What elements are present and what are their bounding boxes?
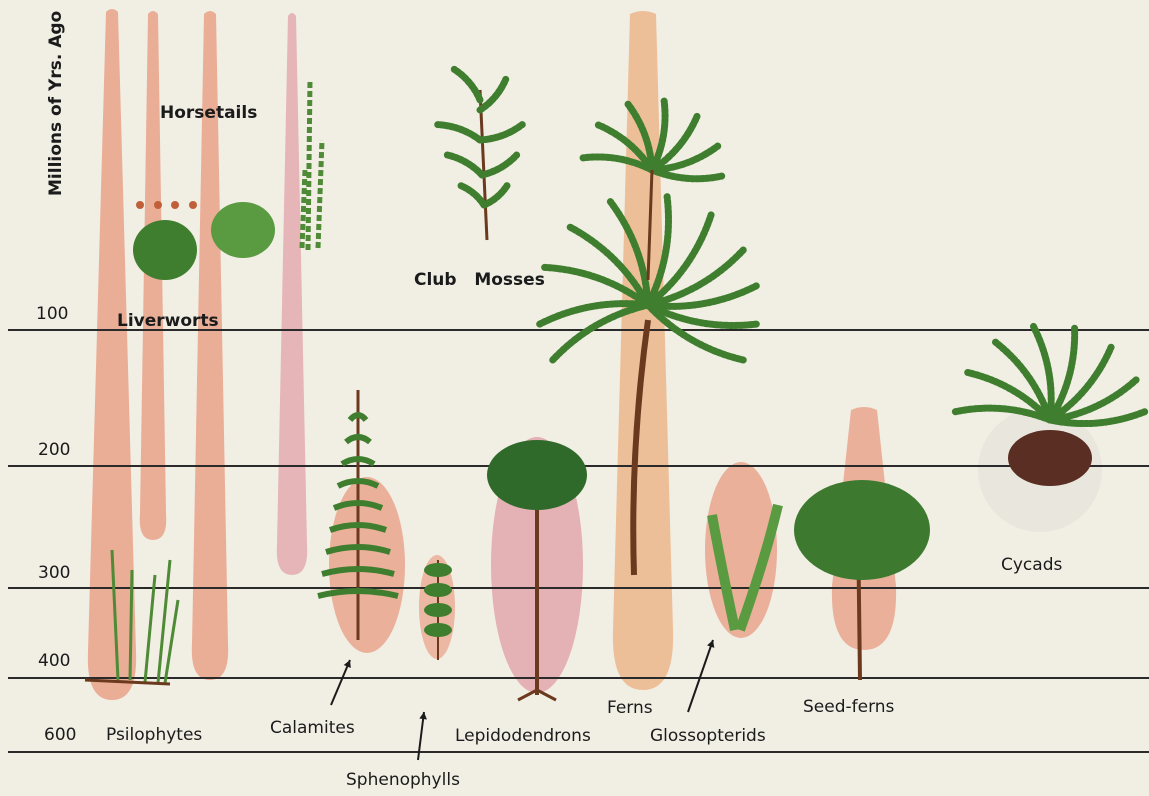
tick-400: 400 xyxy=(38,651,70,671)
label-psilophytes: Psilophytes xyxy=(106,725,202,745)
label-sphenophylls: Sphenophylls xyxy=(346,770,460,790)
tick-100: 100 xyxy=(36,304,68,324)
label-calamites: Calamites xyxy=(270,718,355,738)
seed-fern-plant xyxy=(794,480,930,680)
label-seed-ferns: Seed-ferns xyxy=(803,697,894,717)
label-lepidodendrons: Lepidodendrons xyxy=(455,726,591,746)
label-glossopterids: Glossopterids xyxy=(650,726,766,746)
horsetail-plant xyxy=(302,80,322,250)
label-horsetails: Horsetails xyxy=(160,103,257,123)
range-psilophytes xyxy=(88,9,136,700)
glossopterids-arrow xyxy=(688,640,714,712)
club-moss-plant xyxy=(438,69,523,240)
tick-300: 300 xyxy=(38,563,70,583)
label-liverworts: Liverworts xyxy=(117,311,219,331)
tick-200: 200 xyxy=(38,440,70,460)
label-cycads: Cycads xyxy=(1001,555,1062,575)
label-ferns: Ferns xyxy=(607,698,653,718)
y-axis-title: Millions of Yrs. Ago xyxy=(46,0,68,196)
label-club-mosses: Club Mosses xyxy=(414,270,545,290)
tick-600: 600 xyxy=(44,725,76,745)
range-club-mosses xyxy=(277,13,307,575)
calamites-arrow xyxy=(331,660,351,705)
